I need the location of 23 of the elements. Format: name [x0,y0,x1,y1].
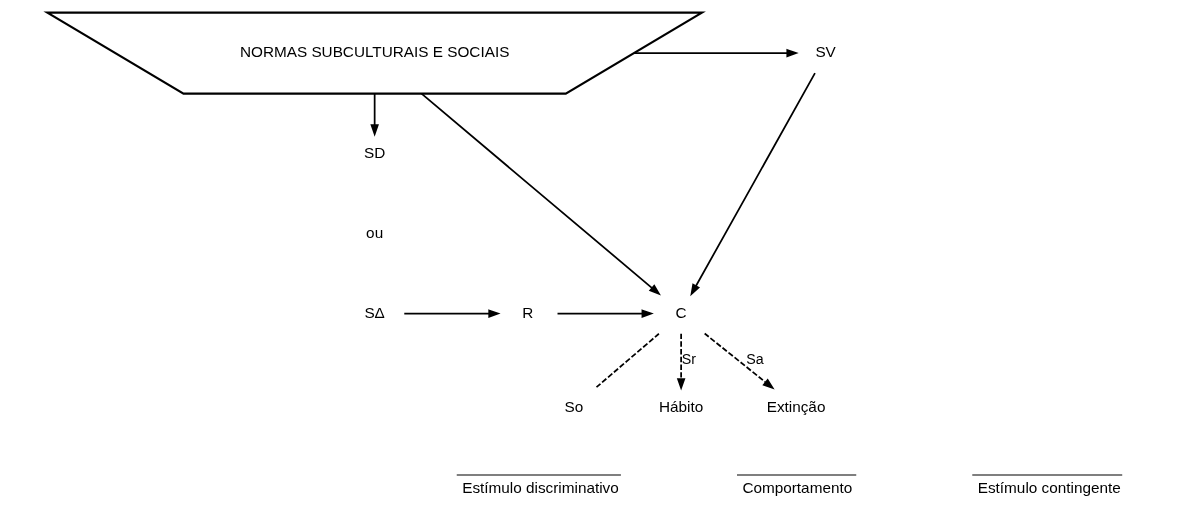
node-text: Extinção [766,397,825,415]
node-text: SΔ [363,303,385,321]
node-text: C [675,303,687,321]
arrow [632,48,799,58]
edge-label: Sa [745,351,764,368]
node-text: Hábito [658,397,703,415]
label: Estímulo contingente [977,478,1121,496]
arrow [703,332,775,390]
arrow [676,332,685,391]
arrow [369,92,379,137]
node-text: R [521,303,533,321]
arrow [556,309,654,318]
label: ou [365,223,383,241]
label: Comportamento [741,478,852,496]
arrow [420,92,661,296]
label: Estímulo discriminativo [461,478,619,496]
edge-label: Sr [681,351,696,368]
arrow [402,309,501,318]
connector [594,332,660,389]
node-text: So [563,397,583,415]
node-text: SD [363,143,385,161]
arrow [689,72,816,297]
node-text: SV [814,43,836,61]
